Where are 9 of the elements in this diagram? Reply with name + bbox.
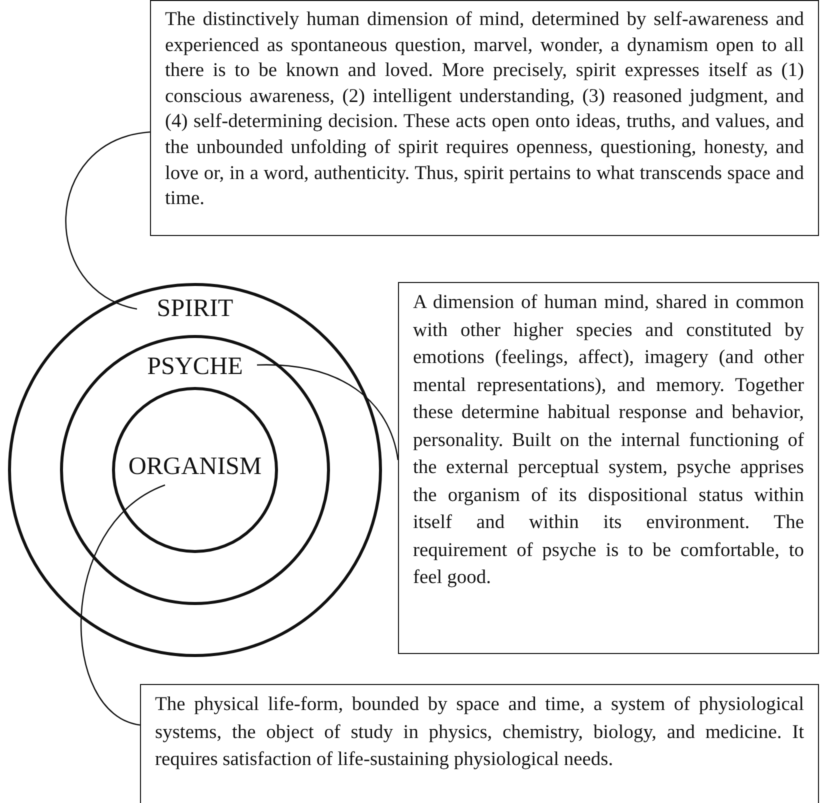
description-box: A dimension of human mind, shared in common with other higher species and constituted by emotions (feelings, affect), imagery (and other mental representations), and memory. Together these determine habitual response and behavior, personality. Built on the internal functioning of the external perceptual system, psyche apprises the organism of its dispositional status within itself and within its environment. The requirement of psyche is to be comfortable, to feel good. bbox=[398, 282, 819, 654]
ring-label: PSYCHE bbox=[147, 353, 243, 380]
leader-line bbox=[257, 364, 399, 460]
leader-line bbox=[80, 484, 166, 726]
description-box: The distinctively human dimension of mind, determined by self-awareness and experienced as spontaneous question, marvel, wonder, a dynamism open to all there is to be known and loved. More precisely, spirit expresses itself as (1) conscious awareness, (2) intelligent understanding, (3) reasoned judgment, and (4) self-determining decision. These acts open onto ideas, truths, and values, and the unbounded unfolding of spirit requires openness, questioning, honesty, and love or, in a word, authenticity. Thus, spirit pertains to what transcends space and time. bbox=[150, 0, 819, 236]
ring-label: ORGANISM bbox=[128, 453, 262, 480]
leader-line bbox=[65, 131, 150, 310]
ring-label: SPIRIT bbox=[156, 295, 234, 322]
description-box: The physical life-form, bounded by space and time, a system of physiological systems, the object of study in physics, chemistry, biology, and medicine. It requires satisfaction of life-sustaining physiological needs. bbox=[140, 684, 819, 803]
